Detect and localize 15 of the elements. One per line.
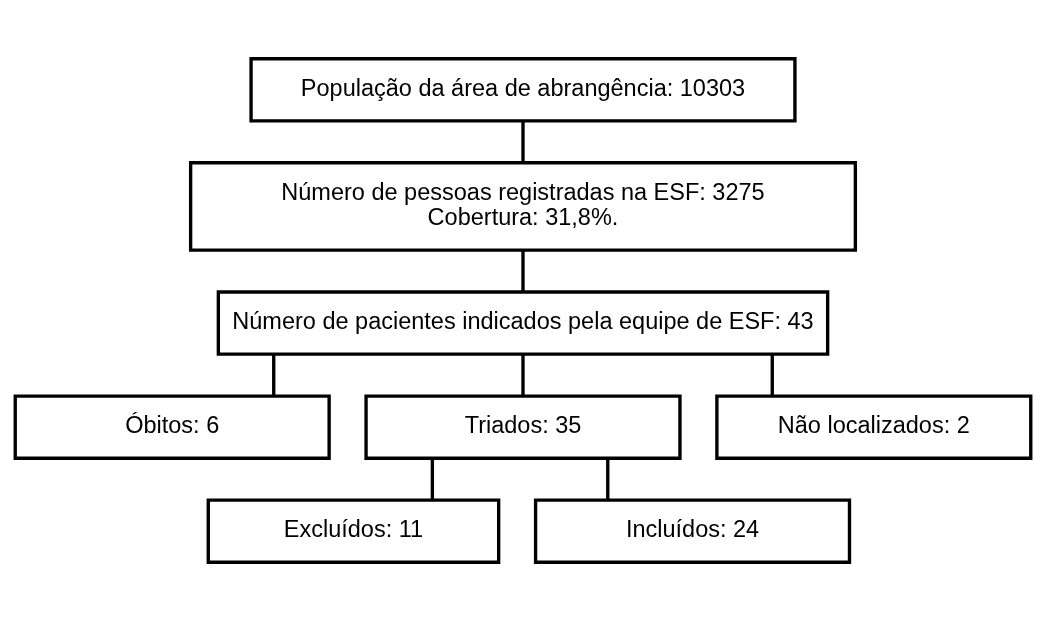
connector [521, 250, 525, 292]
connector [606, 457, 610, 500]
connector [430, 457, 435, 500]
node-box: Número de pacientes indicados pela equipe de ESF: 43 [216, 289, 830, 356]
connector [521, 120, 525, 162]
node-box: Não localizados: 2 [715, 393, 1033, 460]
node-box: População da área de abrangência: 10303 [249, 56, 797, 122]
node-box: Óbitos: 6 [13, 393, 331, 460]
connector [272, 353, 276, 396]
node-box: Incluídos: 24 [533, 498, 852, 564]
connector [770, 353, 774, 396]
connector [521, 353, 525, 396]
node-box: Triados: 35 [364, 393, 682, 460]
node-box: Número de pessoas registradas na ESF: 3275 Cobertura: 31,8%. [188, 160, 858, 252]
node-box: Excluídos: 11 [206, 498, 501, 564]
